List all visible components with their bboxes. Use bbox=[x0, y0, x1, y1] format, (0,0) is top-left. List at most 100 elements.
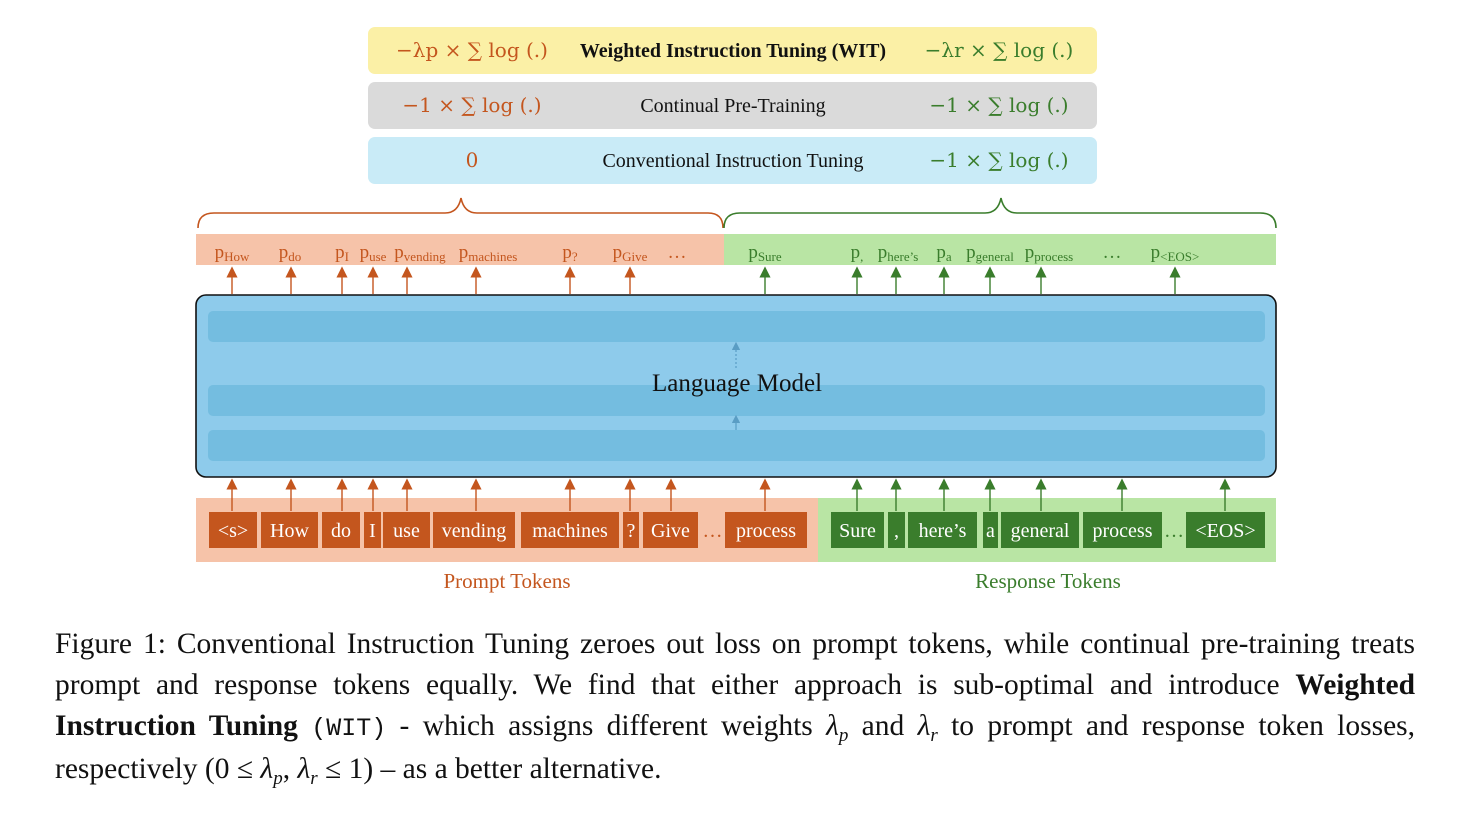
response-prob-band bbox=[724, 234, 1276, 265]
svg-text:…: … bbox=[703, 520, 723, 542]
prompt-prob-ellipsis: … bbox=[668, 242, 687, 263]
prob-label: phere’s bbox=[878, 242, 919, 264]
prob-letter: p bbox=[215, 242, 225, 263]
svg-text:general: general bbox=[1011, 520, 1070, 542]
response-loss-term: −λr × ∑ log (.) bbox=[925, 38, 1074, 62]
prob-letter: p bbox=[966, 242, 976, 263]
input-token: <EOS> bbox=[1186, 512, 1265, 548]
prob-label: pa bbox=[936, 242, 952, 264]
wit-diagram: −λp × ∑ log (.)Weighted Instruction Tuni… bbox=[195, 27, 1277, 593]
prob-label: pgeneral bbox=[966, 242, 1014, 264]
prob-subscript: ? bbox=[572, 249, 578, 264]
caption-lambda-r-sub-2: r bbox=[310, 768, 318, 789]
svg-text:,: , bbox=[894, 520, 899, 542]
caption-lambda-r: λ bbox=[917, 710, 931, 742]
prob-subscript: here’s bbox=[887, 249, 918, 264]
loss-row-cit: 0 Conventional Instruction Tuning −1 × ∑ l… bbox=[368, 137, 1097, 184]
response-loss-term: −1 × ∑ log (.) bbox=[929, 148, 1068, 172]
prob-letter: p bbox=[878, 242, 888, 263]
caption-lambda-r-sub: r bbox=[930, 725, 938, 746]
prob-letter: p bbox=[936, 242, 946, 263]
svg-text:a: a bbox=[986, 520, 995, 542]
caption-lambda-r-2: λ bbox=[297, 753, 311, 785]
input-token: , bbox=[888, 512, 905, 548]
svg-text:vending: vending bbox=[442, 520, 506, 542]
prompt-loss-term: −λp × ∑ log (.) bbox=[396, 38, 548, 62]
model-layer-2 bbox=[208, 385, 1265, 416]
prob-label: p, bbox=[851, 242, 864, 264]
svg-text:How: How bbox=[270, 520, 309, 542]
prob-subscript: vending bbox=[404, 249, 446, 264]
svg-text:<s>: <s> bbox=[218, 520, 248, 542]
loss-row-wit: −λp × ∑ log (.)Weighted Instruction Tuni… bbox=[368, 27, 1097, 74]
prob-letter: p bbox=[360, 242, 370, 263]
prompt-tokens-label: Prompt Tokens bbox=[443, 569, 570, 593]
input-token: vending bbox=[433, 512, 515, 548]
prob-letter: p bbox=[613, 242, 623, 263]
response-prob-ellipsis: … bbox=[1103, 242, 1122, 263]
caption-lambda-p-sub-2: p bbox=[273, 768, 283, 789]
input-token: do bbox=[322, 512, 360, 548]
prob-subscript: <EOS> bbox=[1160, 249, 1199, 264]
prob-letter: p bbox=[394, 242, 404, 263]
loss-row-bg bbox=[368, 137, 1097, 184]
loss-table: −λp × ∑ log (.)Weighted Instruction Tuni… bbox=[368, 27, 1097, 184]
prob-label: pHow bbox=[215, 242, 250, 264]
input-token: Sure bbox=[831, 512, 884, 548]
input-arrows bbox=[226, 478, 1231, 511]
model-layer-3 bbox=[208, 430, 1265, 461]
prob-letter: p bbox=[279, 242, 289, 263]
input-token: general bbox=[1001, 512, 1079, 548]
prob-letter: p bbox=[562, 242, 572, 263]
loss-row-label: Continual Pre-Training bbox=[640, 95, 825, 117]
response-loss-term: −1 × ∑ log (.) bbox=[929, 93, 1068, 117]
caption-part-2: - which assigns different weights bbox=[386, 710, 827, 742]
prompt-brace bbox=[197, 197, 724, 229]
svg-text:Sure: Sure bbox=[839, 520, 876, 542]
prompt-loss-term: 0 bbox=[466, 148, 479, 172]
prob-letter: p bbox=[748, 242, 758, 263]
svg-text:?: ? bbox=[627, 520, 636, 542]
caption-bold-wit: Weighted Instruction Tuning bbox=[55, 669, 1415, 742]
prob-subscript: How bbox=[224, 249, 250, 264]
svg-text:here’s: here’s bbox=[919, 520, 967, 542]
svg-text:…: … bbox=[1164, 520, 1184, 542]
caption-and: and bbox=[848, 710, 918, 742]
prob-label: puse bbox=[360, 242, 387, 264]
input-token: <s> bbox=[209, 512, 257, 548]
prob-label: pvending bbox=[394, 242, 446, 264]
svg-text:Give: Give bbox=[651, 520, 690, 542]
prob-label: p<EOS> bbox=[1151, 242, 1200, 264]
prob-subscript: machines bbox=[468, 249, 517, 264]
caption-part-4: ≤ 1) – as a better alternative. bbox=[317, 753, 662, 785]
prob-subscript: general bbox=[976, 249, 1015, 264]
language-model-label: Language Model bbox=[652, 370, 822, 397]
prob-label: pGive bbox=[613, 242, 648, 264]
prob-subscript: process bbox=[1034, 249, 1073, 264]
model-layer-1 bbox=[208, 311, 1265, 342]
prob-subscript: Sure bbox=[758, 249, 782, 264]
svg-text:process: process bbox=[736, 520, 796, 542]
prob-label: pSure bbox=[748, 242, 782, 264]
input-token: a bbox=[983, 512, 998, 548]
loss-row-label: Conventional Instruction Tuning bbox=[602, 150, 863, 172]
prob-letter: p bbox=[851, 242, 861, 263]
svg-text:machines: machines bbox=[532, 520, 608, 542]
input-token: How bbox=[261, 512, 318, 548]
svg-text:use: use bbox=[393, 520, 420, 542]
response-tokens-label: Response Tokens bbox=[975, 569, 1121, 593]
input-token: Give bbox=[643, 512, 698, 548]
figure-caption: Figure 1: Conventional Instruction Tunin… bbox=[55, 624, 1415, 790]
prob-subscript: Give bbox=[622, 249, 648, 264]
prob-letter: p bbox=[459, 242, 469, 263]
prob-letter: p bbox=[1151, 242, 1161, 263]
svg-text:do: do bbox=[331, 520, 351, 542]
loss-row-bg bbox=[368, 82, 1097, 129]
input-token: process bbox=[1083, 512, 1162, 548]
caption-lambda-p-sub: p bbox=[838, 725, 849, 746]
output-arrows bbox=[226, 266, 1181, 294]
prob-label: pprocess bbox=[1025, 242, 1074, 264]
prob-label: pI bbox=[335, 242, 349, 264]
